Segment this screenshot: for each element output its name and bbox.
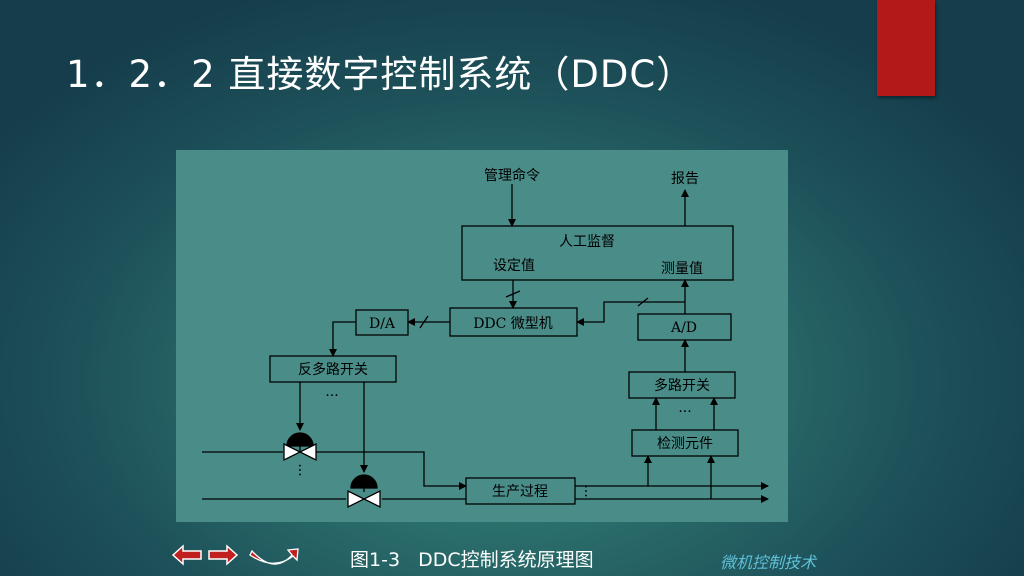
setpoint-label: 设定值 <box>493 258 535 274</box>
mux-label: 多路开关 <box>654 377 710 394</box>
control-valve-1-icon <box>283 432 317 462</box>
process-box <box>465 477 576 505</box>
ddc-label: DDC 微型机 <box>473 316 553 332</box>
report-label: 报告 <box>671 171 699 187</box>
arrow-right-icon[interactable] <box>208 542 238 568</box>
ellipsis-demux: ··· <box>325 388 338 404</box>
supervision-box <box>461 225 734 281</box>
ellipsis-process: ··· <box>577 484 593 497</box>
accent-tab <box>877 0 935 96</box>
arrow-left-icon[interactable] <box>172 542 202 568</box>
sensor-box <box>631 429 739 457</box>
sensor-label: 检测元件 <box>657 436 713 452</box>
diagram-panel: 管理命令 报告 人工监督 设定值 测量值 DDC 微型机 D/A A/D 反多路… <box>176 150 788 522</box>
slide-title: 1．2．2 直接数字控制系统（DDC） <box>66 53 695 96</box>
control-valve-2-icon <box>347 474 381 509</box>
measurement-label: 测量值 <box>661 261 703 277</box>
ellipsis-valves: ··· <box>291 463 307 476</box>
demux-label: 反多路开关 <box>298 361 368 378</box>
supervision-label: 人工监督 <box>559 234 615 250</box>
mux-box <box>628 371 736 399</box>
figure-caption: 图1-3 DDC控制系统原理图 <box>350 549 594 571</box>
ad-label: A/D <box>670 320 697 336</box>
management-command-label: 管理命令 <box>484 167 540 184</box>
return-arrow-icon[interactable] <box>248 544 300 570</box>
ellipsis-mux: ··· <box>678 404 691 420</box>
course-name: 微机控制技术 <box>720 553 817 572</box>
da-label: D/A <box>369 316 396 332</box>
process-label: 生产过程 <box>492 484 548 500</box>
ddc-block-diagram: 管理命令 报告 人工监督 设定值 测量值 DDC 微型机 D/A A/D 反多路… <box>202 167 769 509</box>
